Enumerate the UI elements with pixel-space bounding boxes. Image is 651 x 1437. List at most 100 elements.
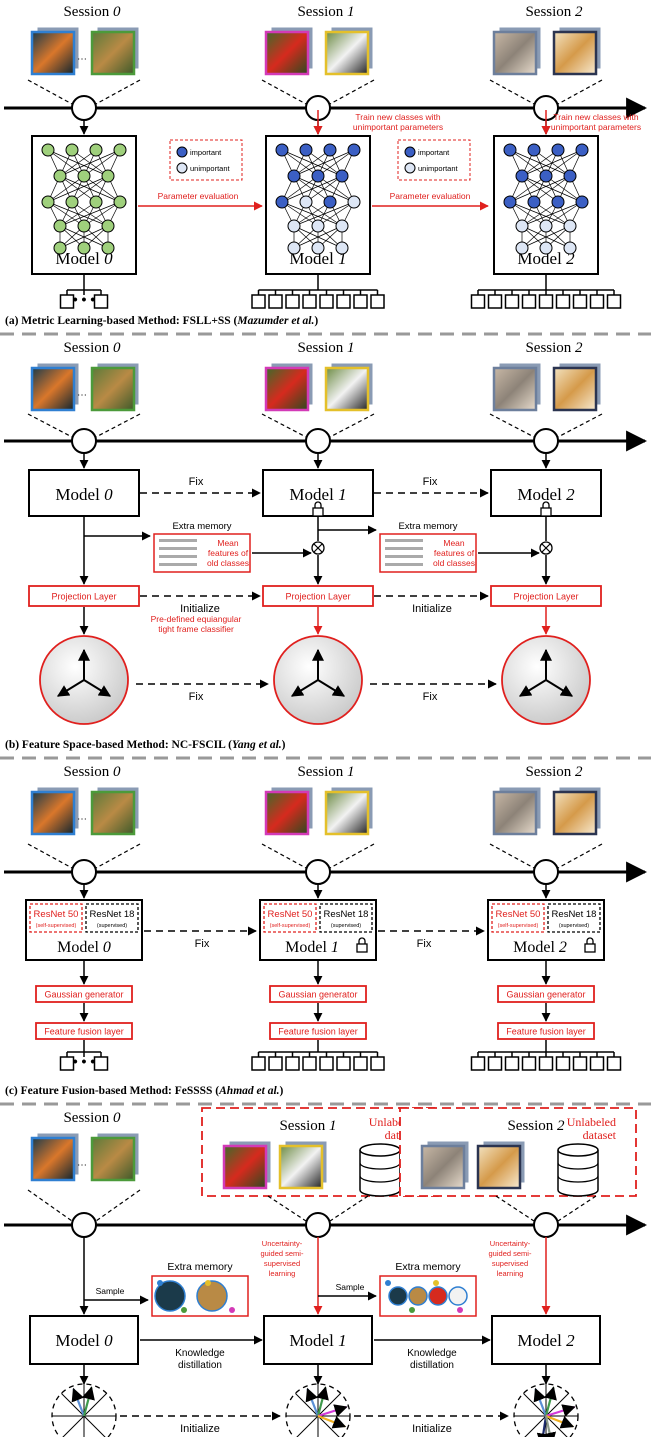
session-label: Session 1 — [297, 764, 354, 780]
red-module-box — [35, 985, 133, 1003]
nn-node — [311, 241, 325, 255]
svg-text:Session 1: Session 1 — [279, 1118, 336, 1134]
class-head-box — [251, 294, 266, 309]
prototype-vector — [543, 1415, 557, 1437]
class-head-box — [93, 294, 109, 309]
svg-text:Session 0: Session 0 — [63, 340, 121, 356]
class-head-box — [353, 294, 368, 309]
class-head-box — [606, 1056, 622, 1071]
lion-photo — [90, 366, 136, 412]
nn-edge — [59, 149, 97, 177]
resnet18-box — [319, 903, 373, 933]
model-label: Model 0 — [55, 1331, 113, 1350]
nn-edge — [83, 201, 121, 227]
database-icon — [359, 1150, 401, 1197]
svg-text:features of: features of — [208, 548, 249, 558]
prototype-vector — [305, 1387, 320, 1417]
model-label: Model 2 — [517, 1331, 575, 1350]
funnel-dash — [329, 413, 375, 438]
memory-dot — [229, 1307, 235, 1313]
timeline-node — [533, 1212, 559, 1238]
nn-edge — [293, 149, 331, 177]
model-label: Model 1 — [289, 1331, 346, 1350]
class-head-box — [487, 294, 503, 309]
funnel-dash — [557, 79, 603, 105]
svg-text:Session 2: Session 2 — [507, 1118, 565, 1134]
timeline-node — [305, 428, 331, 454]
funnel-dash — [27, 1189, 73, 1222]
memory-dot — [385, 1280, 391, 1286]
connector-line — [518, 679, 547, 697]
class-head-box — [504, 294, 520, 309]
timeline-node — [71, 859, 97, 885]
svg-text:tight frame classifier: tight frame classifier — [158, 624, 234, 634]
nn-edge — [317, 201, 355, 227]
nn-node — [539, 241, 553, 255]
svg-text:Session 2: Session 2 — [525, 764, 583, 780]
memory-dot — [457, 1307, 463, 1313]
model-label: Model 0 — [55, 485, 113, 504]
legend-box — [397, 139, 471, 181]
nn-node — [113, 195, 127, 209]
memory-bar — [385, 563, 423, 566]
nn-node — [53, 241, 67, 255]
lion-photo — [90, 30, 136, 76]
svg-text:Train new classes with: Train new classes with — [355, 112, 440, 122]
memory-bar — [385, 555, 423, 558]
nn-edge — [293, 225, 343, 249]
prototype-vector — [533, 1387, 548, 1417]
database-rings — [557, 1162, 599, 1183]
nn-node — [539, 219, 553, 233]
nn-edge — [317, 149, 355, 177]
database-top — [359, 1143, 401, 1157]
nn-edge — [545, 149, 583, 177]
lock-icon — [356, 943, 368, 953]
nn-edge — [59, 201, 97, 227]
svg-text:Fix: Fix — [189, 476, 204, 488]
model-label: Model 0 — [55, 249, 113, 268]
nn-node — [527, 143, 541, 157]
svg-text:Mean: Mean — [217, 538, 239, 548]
class-head-box — [285, 294, 300, 309]
red-module-box — [497, 1022, 595, 1040]
connector-line — [290, 679, 319, 697]
class-head-box — [589, 1056, 605, 1071]
prototype-vector — [82, 1386, 95, 1417]
red-module-label: Projection Layer — [285, 592, 350, 602]
model-label: Model 2 — [517, 485, 575, 504]
panda-photo — [324, 790, 370, 836]
class-head-box — [268, 294, 283, 309]
lock-shackle — [586, 937, 594, 944]
lock-icon — [584, 943, 596, 953]
nn-node — [335, 169, 349, 183]
svg-text:learning: learning — [269, 1269, 296, 1278]
section-caption: (c) Feature Fusion-based Method: FeSSSS … — [5, 1085, 284, 1097]
class-head-box — [370, 1056, 385, 1071]
ellipsis: ⋯ — [77, 1160, 87, 1171]
important-dot — [176, 146, 188, 158]
important-dot — [404, 146, 416, 158]
nn-edge — [521, 201, 559, 227]
fish-photo — [30, 366, 76, 412]
nn-node — [527, 195, 541, 209]
svg-text:(supervised): (supervised) — [559, 923, 589, 929]
class-head-box — [521, 1056, 537, 1071]
timeline-node — [305, 1212, 331, 1238]
red-module-box — [269, 985, 367, 1003]
svg-text:Fix: Fix — [423, 691, 438, 703]
funnel-dash — [95, 413, 141, 438]
nn-node — [275, 195, 289, 209]
panda-photo — [278, 1144, 324, 1190]
class-head-box — [606, 294, 622, 309]
timeline-node — [71, 95, 97, 121]
session-label: Session 2 — [525, 340, 583, 356]
nn-node — [323, 143, 337, 157]
unimportant-dot — [404, 162, 416, 174]
nn-edge — [521, 201, 583, 227]
svg-text:supervised: supervised — [492, 1259, 528, 1268]
svg-text:Session 1: Session 1 — [297, 4, 354, 20]
nn-node — [65, 143, 79, 157]
funnel-dash — [557, 413, 603, 438]
svg-text:(supervised): (supervised) — [97, 923, 127, 929]
nn-edge — [521, 149, 559, 177]
